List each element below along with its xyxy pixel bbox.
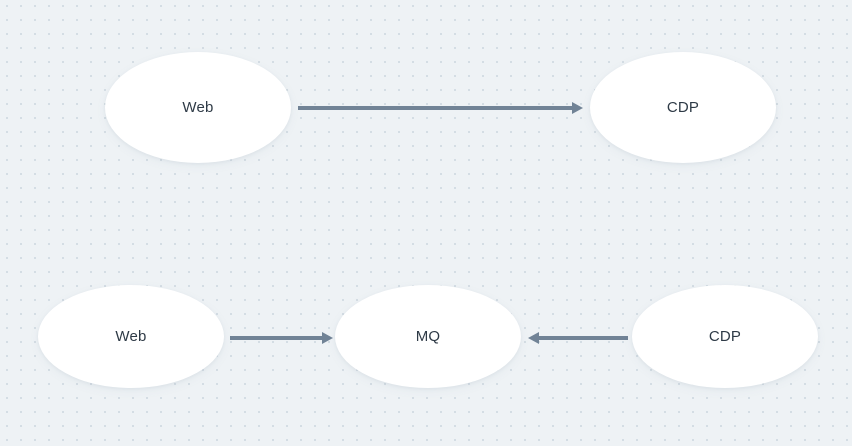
node-label: CDP [666, 99, 700, 116]
node-label: CDP [708, 328, 742, 345]
node-web-bottom[interactable]: Web [38, 285, 224, 388]
edge-web-to-cdp[interactable] [298, 99, 583, 117]
node-web-top[interactable]: Web [105, 52, 291, 163]
node-label: MQ [415, 328, 441, 345]
edge-web-to-mq[interactable] [230, 329, 333, 347]
node-mq-bottom[interactable]: MQ [335, 285, 521, 388]
node-label: Web [115, 328, 147, 345]
node-cdp-top[interactable]: CDP [590, 52, 776, 163]
node-label: Web [182, 99, 214, 116]
edge-cdp-to-mq[interactable] [528, 329, 628, 347]
node-cdp-bottom[interactable]: CDP [632, 285, 818, 388]
